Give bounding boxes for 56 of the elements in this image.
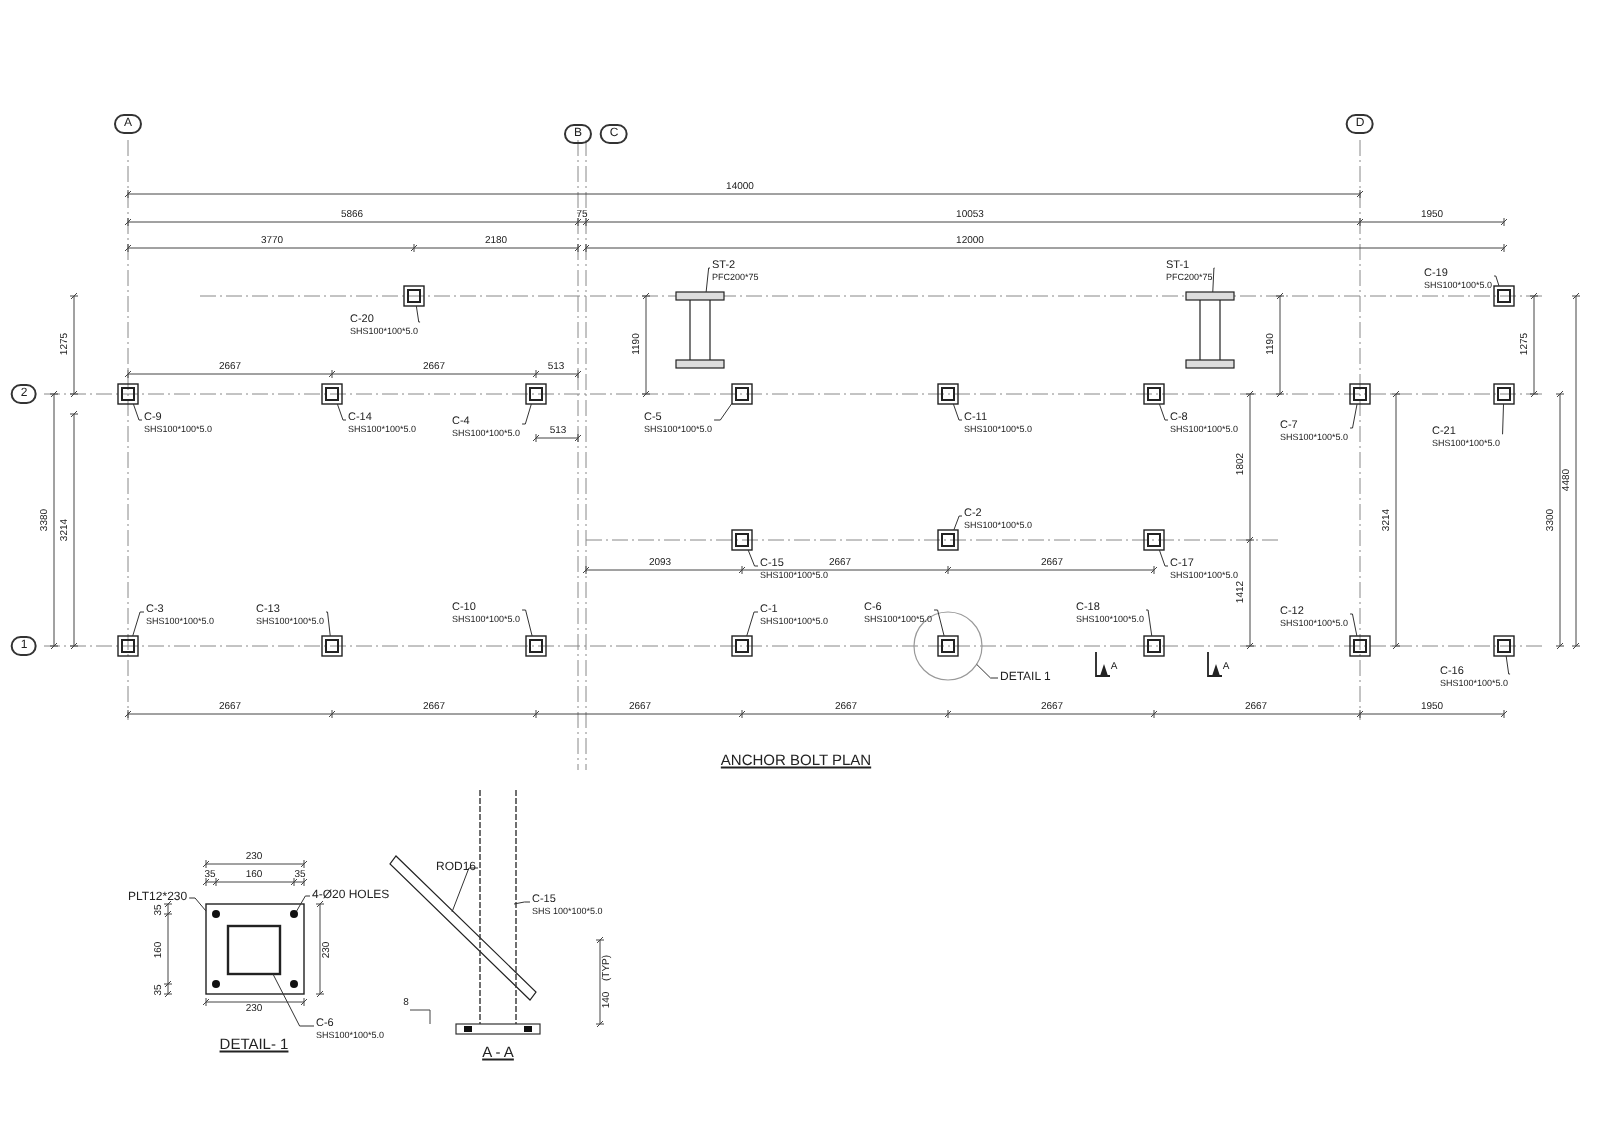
leader-line (132, 403, 143, 421)
leader-line (1158, 549, 1169, 567)
base-plate (205, 903, 305, 995)
column-symbol (1493, 635, 1515, 657)
column-symbol (321, 383, 343, 405)
leader-line (746, 611, 759, 637)
leader-line (1505, 655, 1511, 675)
column-symbol (1143, 383, 1165, 405)
leader-line (415, 305, 421, 323)
channel-strut (1185, 291, 1235, 369)
leader-line (952, 403, 963, 421)
column-symbol (403, 285, 425, 307)
leader-line (713, 402, 733, 421)
column-symbol (525, 635, 547, 657)
leader-line (188, 897, 207, 912)
leader-line (296, 895, 311, 912)
bolt-hole-icon (290, 910, 298, 918)
column-symbol (1143, 635, 1165, 657)
column-symbol (731, 529, 753, 551)
leader-line (705, 267, 711, 293)
leader-line (1212, 267, 1216, 293)
leader-line (1493, 275, 1500, 287)
column-symbol (321, 635, 343, 657)
leader-line (1349, 613, 1358, 637)
column-symbol (1493, 285, 1515, 307)
column-symbol (937, 529, 959, 551)
leader-line (933, 609, 945, 637)
leader-line (521, 609, 533, 637)
channel-strut (675, 291, 725, 369)
column-symbol (937, 383, 959, 405)
leader-line (272, 973, 315, 1027)
leader-line (1349, 403, 1358, 429)
column-symbol (1349, 635, 1371, 657)
column-symbol (731, 383, 753, 405)
leader-line (513, 901, 531, 905)
leader-line (747, 549, 759, 567)
leader-line (521, 403, 532, 425)
leader-line (953, 515, 963, 531)
column-square (226, 924, 282, 976)
column-symbol (525, 383, 547, 405)
column-profile (479, 789, 517, 1025)
leader-line (336, 403, 347, 421)
leader-line (132, 611, 145, 637)
leader-line (325, 611, 331, 637)
column-symbol (1349, 383, 1371, 405)
leader-line (1501, 403, 1504, 435)
column-symbol (117, 383, 139, 405)
column-symbol (117, 635, 139, 657)
leader-line (1145, 609, 1153, 637)
column-symbol (731, 635, 753, 657)
leader-line (1158, 403, 1169, 421)
leader-line (976, 663, 999, 679)
column-symbol (937, 635, 959, 657)
column-symbol (1493, 383, 1515, 405)
leader-line (451, 867, 479, 913)
column-symbol (1143, 529, 1165, 551)
